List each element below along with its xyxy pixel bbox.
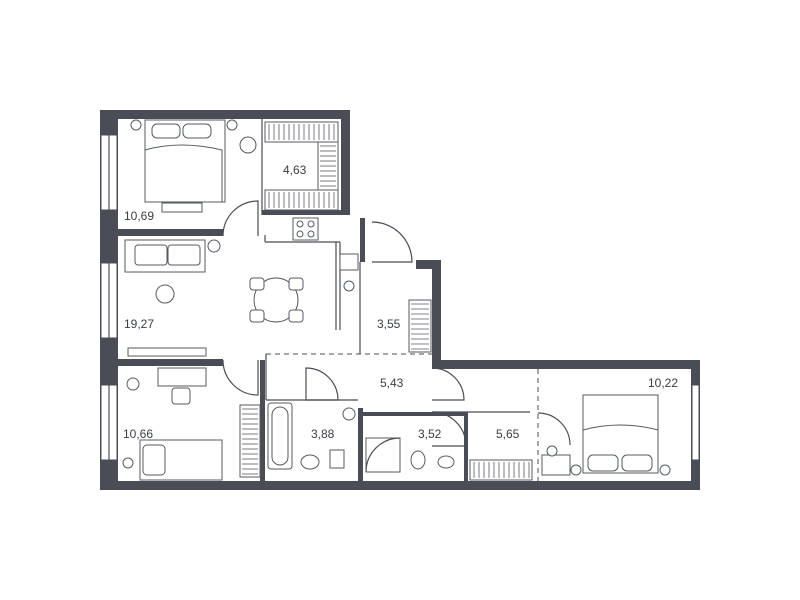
wardrobe-hatching [268, 124, 335, 140]
wardrobe-hatching [242, 408, 258, 475]
area-label-shower-room: 3,52 [418, 427, 442, 441]
shower-room-fixtures [365, 437, 455, 473]
dining-table [249, 277, 304, 323]
wardrobe-hatching [411, 303, 429, 350]
area-label-bedroom-right: 10,22 [648, 376, 678, 390]
sofa-living [124, 239, 221, 357]
area-label-corridor: 5,65 [496, 427, 520, 441]
area-label-living-kitchen: 19,27 [124, 317, 154, 331]
area-label-walk-in-closet: 4,63 [283, 163, 307, 177]
kitchen [292, 217, 359, 292]
area-label-bedroom-top-left: 10,69 [124, 209, 154, 223]
bed-bottom-left [122, 439, 223, 481]
room-labels: 10,69 4,63 19,27 3,55 5,43 10,66 3,88 3,… [123, 163, 678, 441]
bed-top-left [130, 119, 257, 213]
bathtub [267, 402, 356, 470]
windows [100, 134, 700, 461]
interior-lines [261, 119, 539, 481]
area-label-bedroom-bottom-left: 10,66 [123, 427, 153, 441]
wardrobe-hatching [473, 462, 530, 478]
area-label-hallway: 5,43 [380, 376, 404, 390]
bed-right [541, 394, 671, 476]
wardrobe-hatching [320, 145, 336, 187]
wardrobe-hatching [268, 192, 335, 208]
doors [222, 200, 571, 447]
area-label-bathroom: 3,88 [311, 427, 335, 441]
desk-bottom-left [126, 367, 207, 405]
area-label-storage: 3,55 [377, 317, 401, 331]
